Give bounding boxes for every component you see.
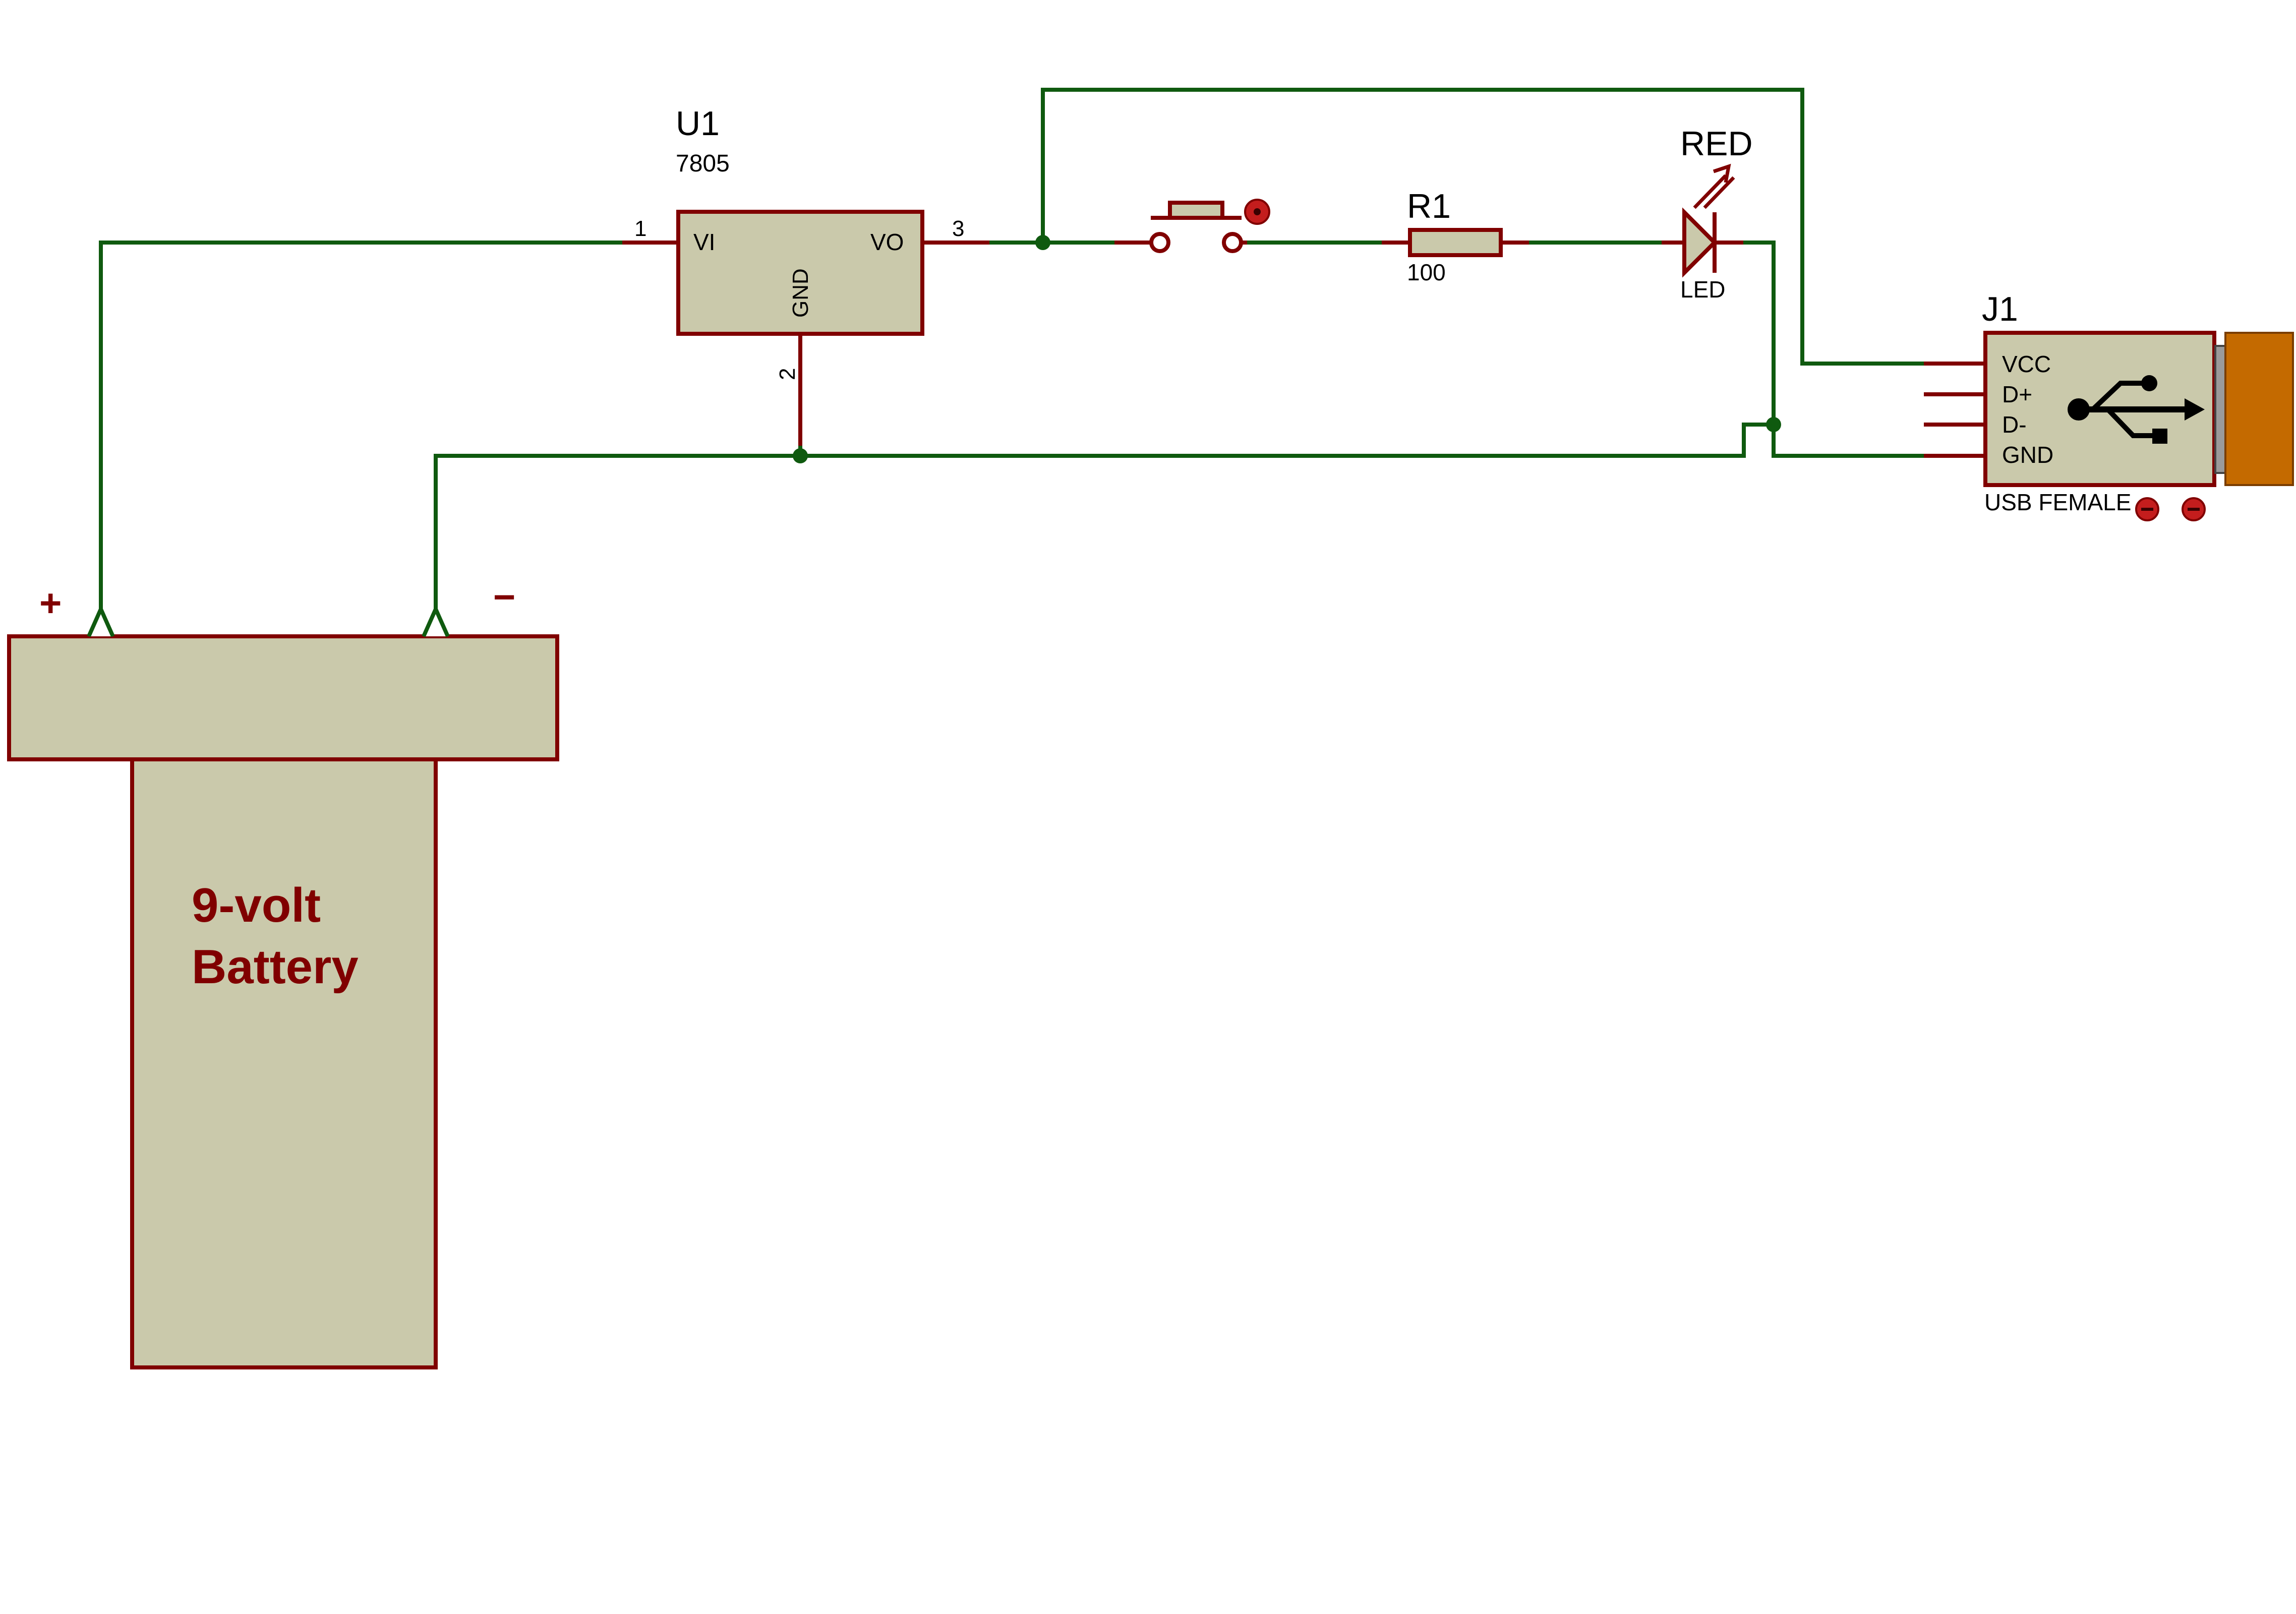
battery-minus-sign: − xyxy=(493,576,515,619)
resistor-value: 100 xyxy=(1407,259,1446,285)
usb-pin-dminus: D- xyxy=(2002,411,2027,438)
battery-plus-terminal xyxy=(87,604,115,637)
battery-minus-terminal xyxy=(422,604,450,637)
junction-dot xyxy=(793,448,808,463)
regulator-pin3-num: 3 xyxy=(952,216,964,241)
switch-contact-right xyxy=(1222,232,1243,253)
led-triangle xyxy=(1682,207,1718,278)
probe-marker-icon xyxy=(2182,497,2206,521)
junction-dot xyxy=(1766,417,1781,432)
usb-pin-gnd: GND xyxy=(2002,442,2053,468)
regulator-pin-gnd: GND xyxy=(788,268,813,318)
led-type-label: LED xyxy=(1680,276,1725,303)
battery-body xyxy=(130,757,438,1369)
regulator-pin-vo: VO xyxy=(870,229,904,255)
switch-contact-left xyxy=(1149,232,1170,253)
switch-cap xyxy=(1168,201,1224,220)
battery-terminal-bar xyxy=(7,634,559,761)
usb-shell-edge xyxy=(2214,345,2226,474)
led-color-label: RED xyxy=(1680,125,1753,163)
usb-icon xyxy=(2068,375,2205,444)
usb-pin-dplus: D+ xyxy=(2002,381,2032,407)
battery-label-line1: 9-volt xyxy=(192,878,321,932)
usb-pin-vcc: VCC xyxy=(2002,351,2051,377)
push-button-icon xyxy=(1244,199,1270,225)
resistor-body xyxy=(1408,228,1503,257)
regulator-pin1-num: 1 xyxy=(634,216,646,241)
junction-dot xyxy=(1035,235,1050,250)
regulator-body xyxy=(676,210,924,336)
probe-marker-icon xyxy=(2135,497,2159,521)
usb-type-label: USB FEMALE xyxy=(1984,489,2131,515)
light-emission-icon xyxy=(1693,163,1735,209)
push-button-switch[interactable] xyxy=(1114,199,1270,253)
regulator-value: 7805 xyxy=(676,150,730,177)
regulator-pin-vi: VI xyxy=(693,229,715,255)
resistor-ref: R1 xyxy=(1407,187,1451,225)
usb-ref: J1 xyxy=(1982,290,2018,328)
wire-junction-to-usb-vcc xyxy=(1041,88,1926,366)
usb-port-metal xyxy=(2224,332,2294,486)
battery-plus-sign: + xyxy=(39,582,62,625)
voltage-regulator[interactable]: U1 7805 VI VO GND 1 3 2 xyxy=(622,104,989,446)
regulator-pin2-num: 2 xyxy=(775,368,800,380)
wire-battery-plus-to-vi xyxy=(99,241,624,612)
usb-female-connector[interactable]: J1 VCC D+ D- GND USB FEMALE xyxy=(1924,290,2294,521)
resistor[interactable]: R1 100 xyxy=(1382,187,1529,285)
led[interactable]: RED LED xyxy=(1662,125,1753,303)
wire-gnd-rail xyxy=(434,423,1776,612)
regulator-ref: U1 xyxy=(676,104,720,143)
battery[interactable]: + − 9-volt Battery xyxy=(7,576,559,1369)
wire-led-to-gnd xyxy=(1741,241,1926,458)
wires xyxy=(99,88,1926,612)
battery-label-line2: Battery xyxy=(192,940,359,994)
